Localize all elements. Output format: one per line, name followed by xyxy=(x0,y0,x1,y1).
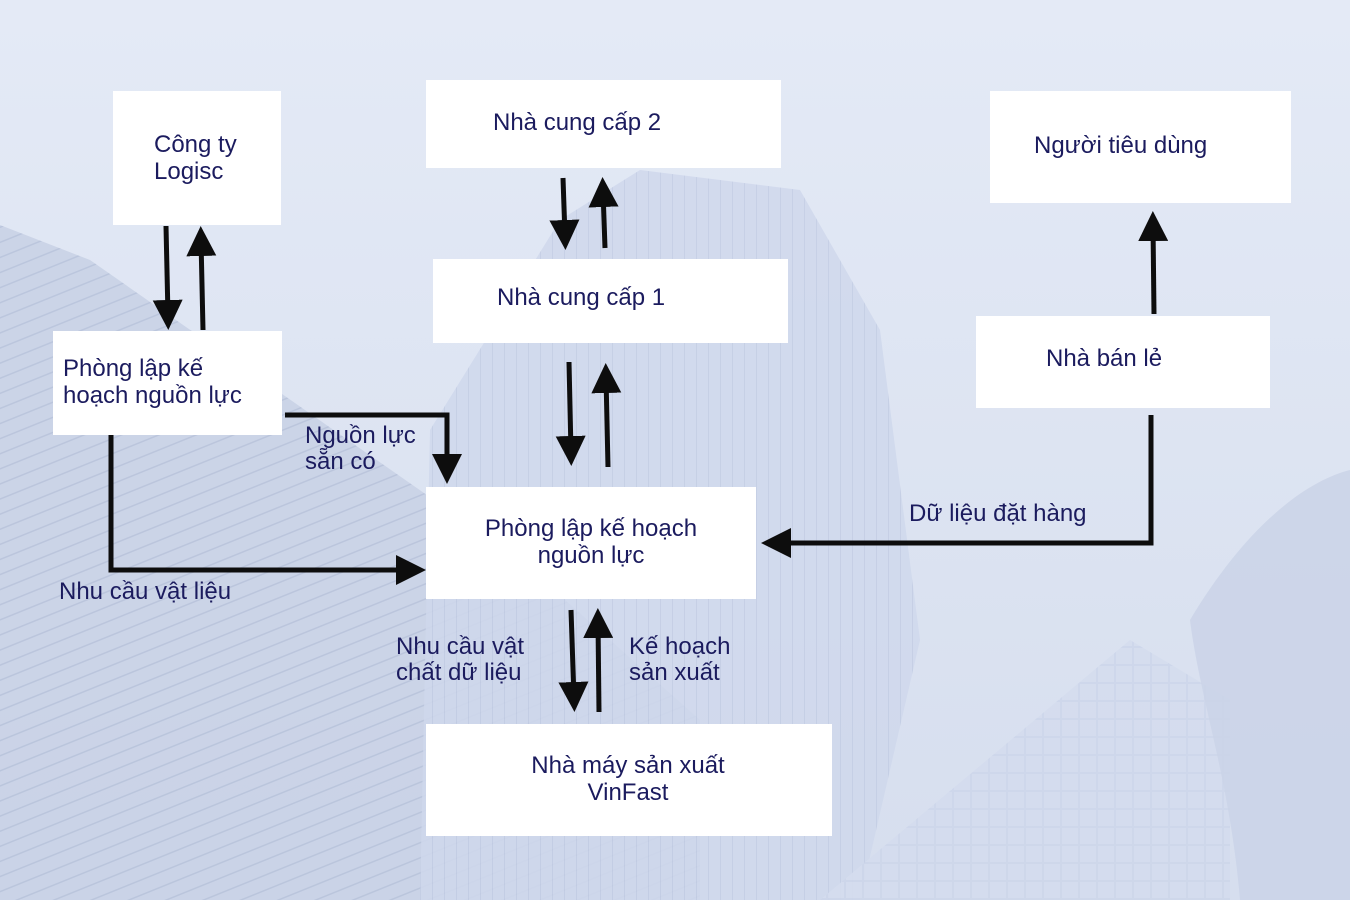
label-available-resources: Nguồn lực sẵn có xyxy=(305,422,416,475)
arrow-order-data xyxy=(761,415,1154,558)
node-consumer-label: Người tiêu dùng xyxy=(1034,132,1208,159)
node-supplier-2: Nhà cung cấp 2 xyxy=(426,80,781,168)
node-resource-planning-left: Phòng lập kế hoạch nguồn lực xyxy=(53,331,282,435)
node-company-logistics-label: Công ty Logisc xyxy=(154,131,237,185)
node-retailer-label: Nhà bán lẻ xyxy=(1046,345,1163,372)
label-material-demand: Nhu cầu vật liệu xyxy=(59,578,232,605)
node-supplier-2-label: Nhà cung cấp 2 xyxy=(493,109,662,136)
arrow-center-to-factory xyxy=(558,609,589,712)
label-material-demand-data: Nhu cầu vật chất dữ liệu xyxy=(396,633,525,686)
label-production-plan: Kế hoạch sản xuất xyxy=(629,633,731,686)
node-resource-planning-left-label: Phòng lập kế hoạch nguồn lực xyxy=(63,355,242,409)
node-supplier-1-label: Nhà cung cấp 1 xyxy=(497,284,666,311)
arrow-factory-to-center xyxy=(583,608,614,713)
arrow-supplier1-to-supplier2 xyxy=(588,177,619,249)
node-resource-planning-center-label: Phòng lập kế hoạch nguồn lực xyxy=(484,515,698,569)
arrow-material-demand xyxy=(108,434,426,585)
arrow-supplier1-to-center xyxy=(555,361,586,466)
node-company-logistics: Công ty Logisc xyxy=(113,91,281,225)
node-consumer: Người tiêu dùng xyxy=(990,91,1291,203)
arrow-supplier2-to-supplier1 xyxy=(549,177,580,250)
arrow-logistics-to-planning xyxy=(152,225,183,330)
arrow-planning-to-logistics xyxy=(186,226,217,331)
node-resource-planning-center: Phòng lập kế hoạch nguồn lực xyxy=(426,487,756,599)
arrow-center-to-supplier1 xyxy=(591,363,622,468)
node-factory-label: Nhà máy sản xuất VinFast xyxy=(531,752,725,806)
arrow-retailer-to-consumer xyxy=(1138,211,1169,315)
label-order-data: Dữ liệu đặt hàng xyxy=(909,500,1087,527)
node-factory: Nhà máy sản xuất VinFast xyxy=(426,724,832,836)
node-retailer: Nhà bán lẻ xyxy=(976,316,1270,408)
arrow-available-resources xyxy=(285,412,462,484)
node-supplier-1: Nhà cung cấp 1 xyxy=(433,259,788,343)
